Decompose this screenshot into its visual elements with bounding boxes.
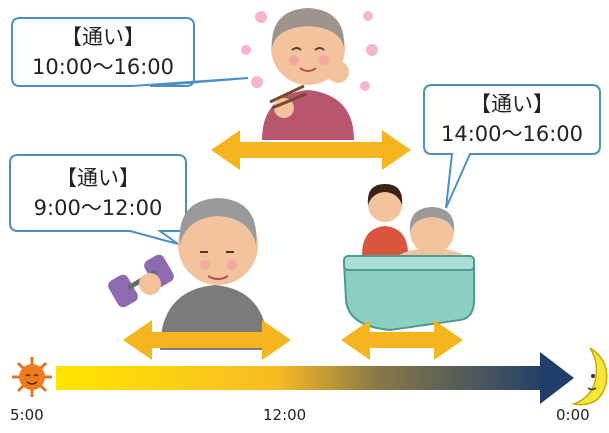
speech-bubble-left bbox=[9, 154, 187, 245]
timeline-middle-label: 12:00 bbox=[263, 406, 307, 424]
timeline-arrow bbox=[56, 352, 574, 404]
right-double-arrow bbox=[341, 320, 463, 360]
bubble-top-label: 【通い】 bbox=[61, 25, 145, 49]
bubble-left-time: 9:00～12:00 bbox=[33, 196, 163, 220]
speech-bubble-top bbox=[11, 17, 249, 87]
left-double-arrow bbox=[123, 320, 291, 360]
bubble-right-text: 【通い】 14:00～16:00 bbox=[426, 89, 598, 149]
bubble-left-text: 【通い】 9:00～12:00 bbox=[12, 163, 184, 223]
sun-icon bbox=[12, 357, 52, 397]
timeline-start-label: 5:00 bbox=[10, 406, 44, 424]
bubble-top-time: 10:00～16:00 bbox=[31, 55, 175, 79]
speech-bubble-right bbox=[423, 84, 601, 209]
bubble-right-time: 14:00～16:00 bbox=[440, 122, 584, 146]
bubble-right-label: 【通い】 bbox=[470, 92, 554, 116]
top-double-arrow bbox=[211, 130, 411, 170]
moon-icon bbox=[571, 347, 608, 406]
elderly-woman-eating-illustration bbox=[241, 8, 378, 140]
timeline-end-label: 0:00 bbox=[556, 406, 590, 424]
bubble-left-label: 【通い】 bbox=[56, 166, 140, 190]
bubble-top-text: 【通い】 10:00～16:00 bbox=[14, 22, 192, 82]
bathing-care-illustration bbox=[342, 184, 475, 332]
